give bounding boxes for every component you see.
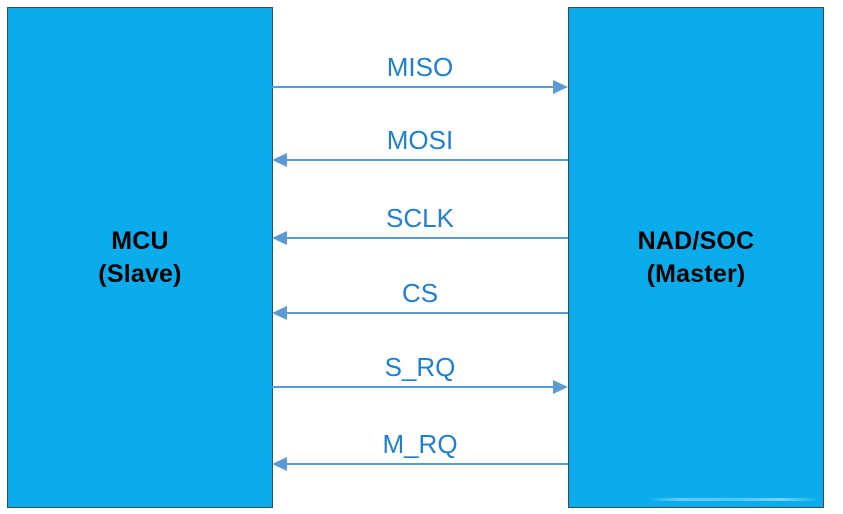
signal-s-rq-label: S_RQ (384, 352, 456, 382)
node-mcu-role: (Slave) (98, 259, 182, 288)
arrow-right-icon (272, 80, 568, 94)
signal-mosi-label: MOSI (386, 125, 454, 155)
signal-miso-label: MISO (386, 52, 454, 82)
arrow-left-icon (272, 153, 568, 167)
arrow-left-icon (272, 231, 568, 245)
signal-sclk-label: SCLK (386, 203, 454, 233)
node-nad-soc-title: NAD/SOC (637, 227, 755, 255)
arrow-left-icon (272, 457, 568, 471)
node-mcu-title: MCU (111, 227, 169, 255)
node-mcu[interactable]: MCU (Slave) (7, 7, 273, 508)
arrow-left-icon (272, 306, 568, 320)
signal-cs-label: CS (401, 278, 439, 308)
signal-m-rq-label: M_RQ (382, 429, 458, 459)
node-nad-soc-role: (Master) (646, 259, 746, 288)
node-nad-soc[interactable]: NAD/SOC (Master) (568, 7, 824, 508)
arrow-right-icon (272, 380, 568, 394)
